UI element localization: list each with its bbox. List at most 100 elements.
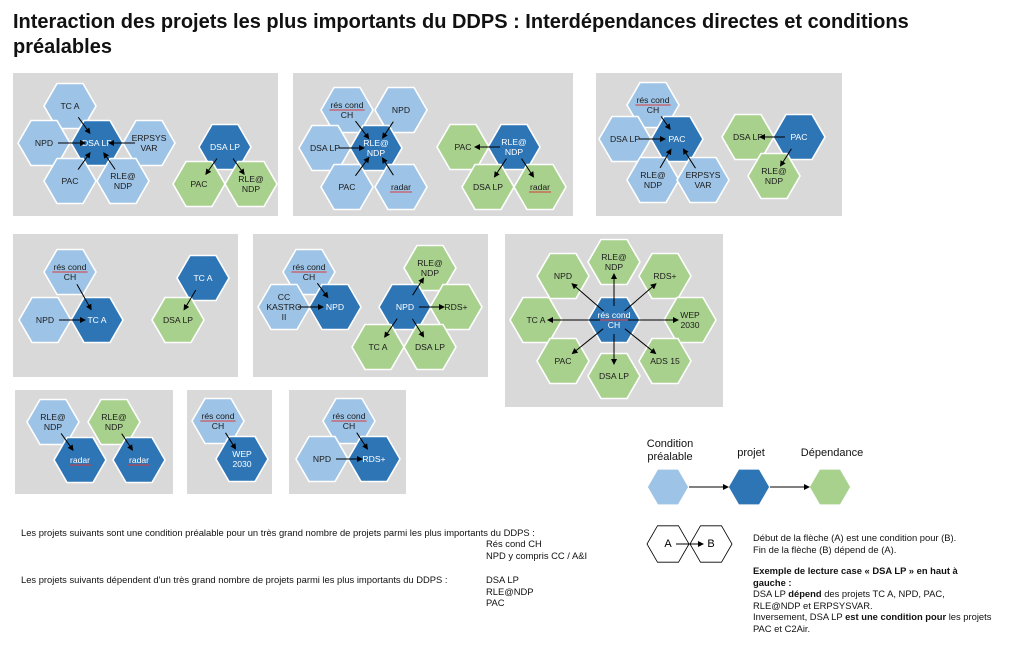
dependency-arrow <box>571 283 604 312</box>
hex-label: ERPSYS <box>686 170 721 180</box>
example-l3-b: est une condition pour <box>845 611 947 622</box>
hex-label: RLE@ <box>110 171 135 181</box>
dependency-arrow <box>103 152 116 170</box>
hex-label: DSA LP <box>415 342 445 352</box>
hex-label: TC A <box>60 101 79 111</box>
hex-label: rés cond <box>54 262 87 272</box>
example-l3-c: les projets <box>946 611 992 622</box>
hex-label: RDS+ <box>653 271 676 281</box>
hex-label: NDP <box>505 147 523 157</box>
hex-shape <box>43 157 97 205</box>
hex-shape <box>172 160 226 208</box>
hex-label: PAC <box>61 176 78 186</box>
hex-label: NPD <box>313 454 331 464</box>
example-line-2: RLE@NDP et ERPSYSVAR. <box>753 599 873 611</box>
legend-dependence-label: Dépendance <box>801 447 863 459</box>
explanation-line-1: Début de la flèche (A) est une condition… <box>753 532 957 543</box>
legend-prerequisite-label: préalable <box>647 451 692 463</box>
hex-label: RLE@ <box>601 252 626 262</box>
hex-label: radar <box>129 455 149 465</box>
dependence-hex: DSA LP <box>587 352 641 400</box>
dependence-hex: RLE@NDP <box>224 160 278 208</box>
hex-label: NDP <box>114 181 132 191</box>
hex-shape <box>295 435 349 483</box>
dependency-arrow <box>624 283 657 312</box>
example-hex-a: A <box>646 525 690 563</box>
hex-label: rés cond <box>333 411 366 421</box>
dep-list: DSA LP RLE@NDP PAC <box>486 574 534 609</box>
example-l1-b: dépend <box>788 588 822 599</box>
hex-label: DSA LP <box>82 138 112 148</box>
hex-label: NPD <box>326 302 344 312</box>
hex-label: NDP <box>605 262 623 272</box>
hex-label: radar <box>391 182 411 192</box>
hex-label: CH <box>341 110 353 120</box>
hex-label: DSA LP <box>473 182 503 192</box>
hex-shape <box>587 238 641 286</box>
hex-shape <box>176 254 230 302</box>
dependency-arrow <box>225 432 237 450</box>
example-title-2: gauche : <box>753 576 792 588</box>
legend-prerequisite-hex <box>646 467 690 507</box>
reading-example: Exemple de lecture case « DSA LP » en ha… <box>753 565 991 634</box>
prerequisite-hex: NPD <box>295 435 349 483</box>
hex-shape <box>747 152 801 200</box>
prereq-intro: Les projets suivants sont une condition … <box>21 527 535 538</box>
hex-label: NDP <box>105 422 123 432</box>
hex-label: TC A <box>193 273 212 283</box>
example-l3-a: Inversement, DSA LP <box>753 611 846 622</box>
hex-label: CH <box>608 320 620 330</box>
hex-label: B <box>707 538 714 550</box>
hex-label: WEP <box>232 449 252 459</box>
hex-shape <box>351 323 405 371</box>
arrow-layer <box>58 116 792 462</box>
hex-label: RLE@ <box>761 166 786 176</box>
hex-label: DSA LP <box>310 143 340 153</box>
hex-label: NDP <box>644 180 662 190</box>
hex-label: radar <box>70 455 90 465</box>
hex-label: NDP <box>367 148 385 158</box>
dependency-arrow <box>384 318 398 338</box>
dependency-arrow <box>205 158 218 176</box>
hex-label: DSA LP <box>599 371 629 381</box>
hex-label: VAR <box>140 143 157 153</box>
hex-label: TC A <box>87 315 106 325</box>
hex-label: CH <box>212 421 224 431</box>
hex-label: CH <box>303 272 315 282</box>
hex-label: CH <box>647 105 659 115</box>
hex-shape <box>646 525 690 563</box>
dependency-arrow <box>411 318 425 338</box>
prereq-note: Les projets suivants sont une condition … <box>21 527 535 539</box>
example-l1-a: DSA LP <box>753 588 789 599</box>
hex-shape <box>53 436 107 484</box>
hex-label: A <box>664 538 672 550</box>
dependency-arrow <box>779 148 792 167</box>
hex-label: RLE@ <box>640 170 665 180</box>
dependency-arrow <box>382 121 394 139</box>
hex-label: NDP <box>421 268 439 278</box>
hex-shape <box>257 283 311 331</box>
legend-prerequisite-label: Condition <box>647 438 693 450</box>
dependence-hex: RLE@NDP <box>587 238 641 286</box>
hex-shape <box>646 467 690 507</box>
hex-shape <box>808 467 852 507</box>
hex-shape <box>374 163 428 211</box>
hex-label: II <box>282 312 287 322</box>
dependence-hex: DSA LP <box>461 163 515 211</box>
prerequisite-hex: radar <box>374 163 428 211</box>
hex-label: radar <box>530 182 550 192</box>
hex-label: NPD <box>35 138 53 148</box>
dep-note: Les projets suivants dépendent d'un très… <box>21 574 448 586</box>
example-line-4: PAC et C2Air. <box>753 622 811 634</box>
legend-project-hex <box>727 467 771 507</box>
hex-label: KASTRO <box>266 302 302 312</box>
hex-shape <box>461 163 515 211</box>
prereq-item: Rés cond CH <box>486 538 542 549</box>
dependency-arrow <box>571 328 604 355</box>
dependency-arrow <box>682 148 696 169</box>
hex-label: RLE@ <box>417 258 442 268</box>
dep-item: DSA LP <box>486 574 519 585</box>
dep-item: RLE@NDP <box>486 585 534 597</box>
